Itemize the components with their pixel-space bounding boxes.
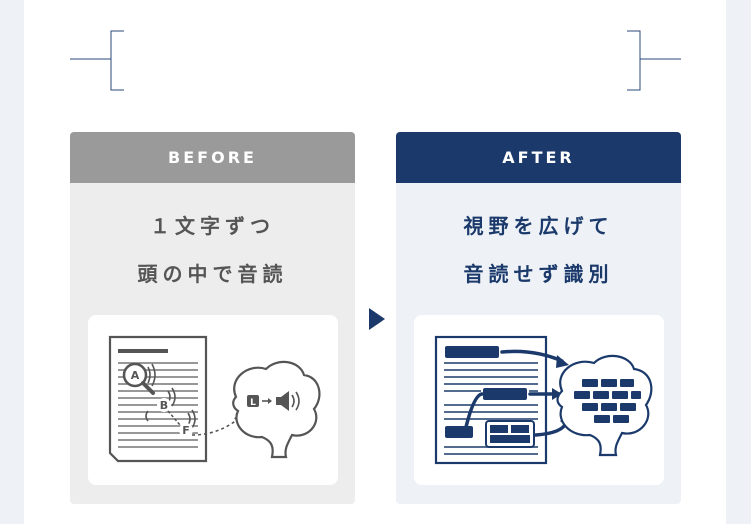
marker-f: F bbox=[182, 424, 190, 437]
dotted-arrow bbox=[191, 418, 239, 436]
marker-l: L bbox=[250, 398, 256, 408]
brain-icon bbox=[556, 354, 653, 457]
speaker-icon bbox=[276, 391, 300, 411]
before-text-line2: 頭の中で音読 bbox=[137, 262, 288, 286]
after-header: AFTER bbox=[396, 132, 681, 183]
before-card: BEFORE １文字ずつ 頭の中で音読 bbox=[70, 132, 355, 504]
marker-a: A bbox=[131, 369, 140, 382]
marker-b: B bbox=[160, 399, 168, 412]
after-text-line1: 視野を広げて bbox=[463, 214, 614, 238]
sound-waves-icon bbox=[145, 363, 196, 429]
document-icon bbox=[108, 335, 208, 463]
after-card: AFTER 視野を広げて 音読せず識別 bbox=[396, 132, 681, 504]
word-chunk-blocks bbox=[443, 344, 535, 448]
before-header: BEFORE bbox=[70, 132, 355, 183]
transition-arrow-icon bbox=[369, 308, 385, 330]
before-text-line1: １文字ずつ bbox=[150, 214, 275, 238]
brain-icon: L bbox=[232, 360, 321, 459]
magnifier-icon bbox=[122, 362, 155, 395]
after-text-line2: 音読せず識別 bbox=[463, 262, 614, 286]
after-illustration bbox=[414, 315, 664, 485]
before-illustration: A B F L bbox=[88, 315, 338, 485]
